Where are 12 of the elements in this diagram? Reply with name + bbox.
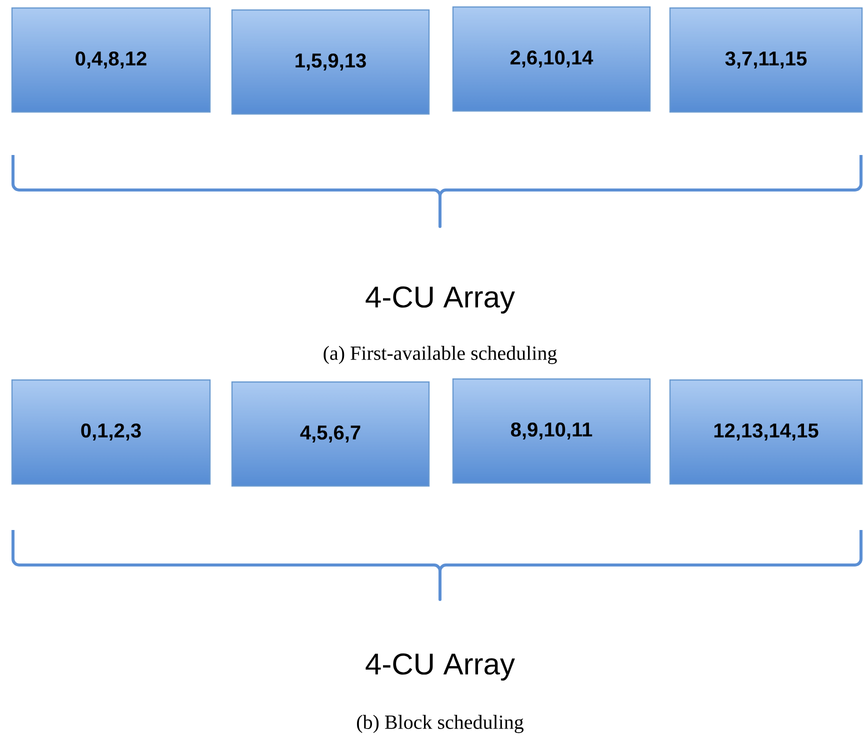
process-box: 4,5,6,7 [231, 381, 430, 487]
array-label: 4-CU Array [366, 286, 515, 314]
process-box: 12,13,14,15 [669, 379, 863, 485]
process-box: 0,1,2,3 [11, 379, 211, 485]
array-label: 4-CU Array [366, 653, 515, 681]
process-box: 2,6,10,14 [452, 6, 651, 112]
process-box: 1,5,9,13 [231, 9, 430, 115]
process-box: 3,7,11,15 [669, 7, 863, 113]
caption: (a) First-available scheduling [324, 346, 557, 364]
caption: (b) Block scheduling [357, 714, 524, 734]
process-box: 8,9,10,11 [452, 378, 651, 484]
process-box: 0,4,8,12 [11, 7, 211, 113]
